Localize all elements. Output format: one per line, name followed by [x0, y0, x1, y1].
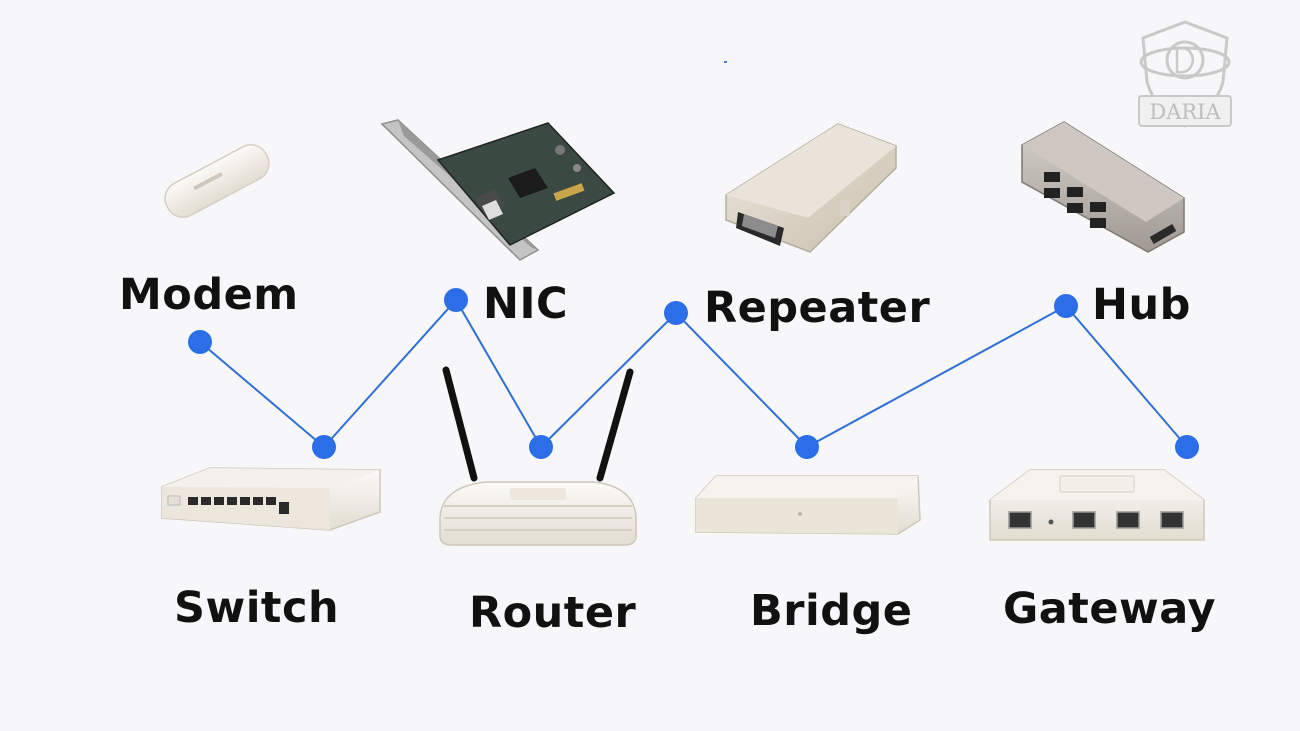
- usb-hub-icon: [1021, 121, 1185, 253]
- node-dot-repeater: [664, 301, 688, 325]
- label-nic: NIC: [483, 279, 569, 329]
- connection-line: [199, 298, 1188, 449]
- daria-logo-icon: DARIA: [1138, 20, 1232, 128]
- label-switch: Switch: [174, 583, 340, 633]
- label-hub: Hub: [1092, 280, 1191, 330]
- gateway-device-icon: [989, 469, 1205, 541]
- network-card-icon: [380, 119, 616, 261]
- label-bridge: Bridge: [750, 586, 913, 636]
- label-router: Router: [469, 588, 637, 638]
- node-dot-switch: [312, 435, 336, 459]
- node-dot-gateway: [1175, 435, 1199, 459]
- node-dot-modem: [188, 330, 212, 354]
- wireless-router-icon: [439, 366, 637, 546]
- label-gateway: Gateway: [1003, 584, 1216, 634]
- node-dot-bridge: [795, 435, 819, 459]
- node-dot-nic: [444, 288, 468, 312]
- network-switch-icon: [161, 467, 381, 531]
- repeater-device-icon: [725, 123, 897, 253]
- label-repeater: Repeater: [704, 283, 931, 333]
- bridge-device-icon: [695, 475, 921, 535]
- node-dot-hub: [1054, 294, 1078, 318]
- usb-modem-icon: [164, 144, 270, 218]
- node-dot-router: [529, 435, 553, 459]
- label-modem: Modem: [119, 270, 299, 320]
- watermark-text: DARIA: [1149, 100, 1221, 124]
